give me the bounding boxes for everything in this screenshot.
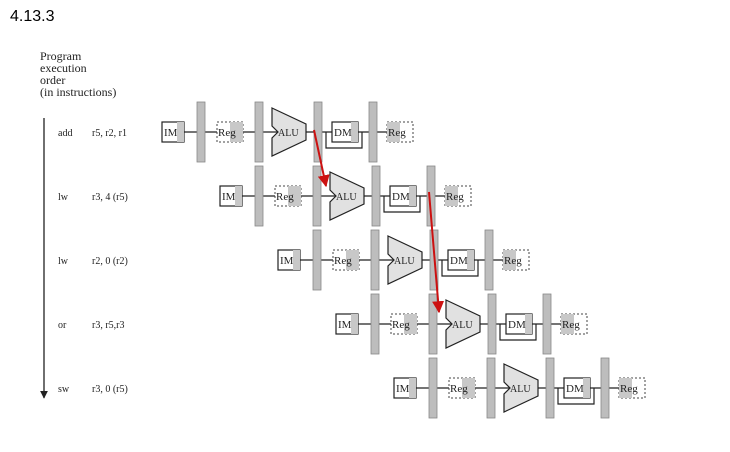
reg-read-label: Reg bbox=[218, 127, 236, 139]
alu-label: ALU bbox=[452, 320, 473, 331]
alu-shape bbox=[445, 299, 481, 349]
axis-label-line-4: (in instructions) bbox=[40, 85, 116, 99]
dm-bypass-wire bbox=[325, 132, 363, 149]
instruction-opcode: lw bbox=[58, 192, 69, 203]
pipeline-register-mem-wb bbox=[484, 229, 494, 291]
im-label: IM bbox=[338, 319, 352, 331]
alu-label: ALU bbox=[394, 256, 415, 267]
dm-bypass-wire bbox=[499, 324, 537, 341]
im-shade bbox=[177, 122, 184, 142]
im-label: IM bbox=[222, 191, 236, 203]
axis-label-line-3: order bbox=[40, 73, 65, 87]
im-label: IM bbox=[164, 127, 178, 139]
dm-label: DM bbox=[450, 255, 468, 267]
alu-shape bbox=[329, 171, 365, 221]
pipeline-register-id-ex bbox=[428, 293, 438, 355]
pipeline-register-ex-mem bbox=[371, 165, 381, 227]
axis-label-line-2: execution bbox=[40, 61, 87, 75]
alu-shape bbox=[387, 235, 423, 285]
instruction-operands: r3, 0 (r5) bbox=[92, 384, 128, 395]
dm-label: DM bbox=[566, 383, 584, 395]
reg-write-shade bbox=[387, 122, 400, 142]
dm-shade bbox=[351, 122, 358, 142]
reg-read-shade bbox=[462, 378, 475, 398]
im-label: IM bbox=[280, 255, 294, 267]
pipeline-row: IM Reg ALU DM Reg bbox=[393, 357, 646, 419]
dm-label: DM bbox=[392, 191, 410, 203]
instruction-operands: r2, 0 (r2) bbox=[92, 256, 128, 267]
exercise-heading: 4.13.3 bbox=[10, 8, 55, 25]
dm-label: DM bbox=[334, 127, 352, 139]
reg-read-label: Reg bbox=[276, 191, 294, 203]
forwarding-arrows bbox=[313, 129, 445, 314]
reg-write-label: Reg bbox=[620, 383, 638, 395]
pipeline-row: IM Reg ALU DM Reg bbox=[277, 229, 530, 291]
dm-label: DM bbox=[508, 319, 526, 331]
instruction-opcode: or bbox=[58, 320, 67, 331]
dm-bypass-wire bbox=[557, 388, 595, 405]
pipeline-register-id-ex bbox=[254, 101, 264, 163]
alu-label: ALU bbox=[278, 128, 299, 139]
alu-shape bbox=[271, 107, 307, 157]
axis-label-line-1: Program bbox=[40, 49, 82, 63]
reg-read-shade bbox=[288, 186, 301, 206]
reg-write-shade bbox=[619, 378, 632, 398]
pipeline-register-ex-mem bbox=[487, 293, 497, 355]
pipeline-register-if-id bbox=[254, 165, 264, 227]
pipeline-row: IM Reg ALU DM Reg bbox=[161, 101, 414, 163]
dm-bypass-wire bbox=[383, 196, 421, 213]
reg-write-label: Reg bbox=[562, 319, 580, 331]
im-shade bbox=[351, 314, 358, 334]
pipeline-register-if-id bbox=[196, 101, 206, 163]
dm-bypass-wire bbox=[441, 260, 479, 277]
dm-shade bbox=[583, 378, 590, 398]
reg-read-label: Reg bbox=[392, 319, 410, 331]
pipeline-row: IM Reg ALU DM Reg bbox=[335, 293, 588, 355]
pipeline-register-if-id bbox=[428, 357, 438, 419]
instruction-opcode: add bbox=[58, 128, 72, 139]
forwarding-arrow-1 bbox=[313, 129, 330, 188]
forwarding-arrow-2 bbox=[428, 191, 445, 314]
reg-read-shade bbox=[230, 122, 243, 142]
reg-write-label: Reg bbox=[388, 127, 406, 139]
pipeline-register-mem-wb bbox=[600, 357, 610, 419]
instruction-labels: add r5, r2, r1 lw r3, 4 (r5) lw r2, 0 (r2) or r… bbox=[58, 128, 128, 395]
pipeline-register-if-id bbox=[312, 229, 322, 291]
dm-shade bbox=[467, 250, 474, 270]
alu-label: ALU bbox=[510, 384, 531, 395]
reg-read-label: Reg bbox=[450, 383, 468, 395]
instruction-opcode: lw bbox=[58, 256, 69, 267]
reg-write-shade bbox=[503, 250, 516, 270]
pipeline-row: IM Reg ALU DM Reg bbox=[219, 165, 472, 227]
reg-read-shade bbox=[404, 314, 417, 334]
pipeline-register-ex-mem bbox=[545, 357, 555, 419]
im-shade bbox=[293, 250, 300, 270]
im-shade bbox=[235, 186, 242, 206]
dm-shade bbox=[525, 314, 532, 334]
reg-write-shade bbox=[561, 314, 574, 334]
pipeline-register-if-id bbox=[370, 293, 380, 355]
pipeline-register-id-ex bbox=[486, 357, 496, 419]
pipeline-register-id-ex bbox=[370, 229, 380, 291]
pipeline-register-id-ex bbox=[312, 165, 322, 227]
reg-write-shade bbox=[445, 186, 458, 206]
im-shade bbox=[409, 378, 416, 398]
alu-shape bbox=[503, 363, 539, 413]
pipeline-register-mem-wb bbox=[368, 101, 378, 163]
instruction-opcode: sw bbox=[58, 384, 70, 395]
alu-label: ALU bbox=[336, 192, 357, 203]
reg-read-label: Reg bbox=[334, 255, 352, 267]
instruction-operands: r3, r5,r3 bbox=[92, 320, 125, 331]
execution-order-label: Program execution order (in instructions… bbox=[40, 49, 116, 99]
instruction-operands: r3, 4 (r5) bbox=[92, 192, 128, 203]
reg-write-label: Reg bbox=[446, 191, 464, 203]
im-label: IM bbox=[396, 383, 410, 395]
reg-write-label: Reg bbox=[504, 255, 522, 267]
dm-shade bbox=[409, 186, 416, 206]
reg-read-shade bbox=[346, 250, 359, 270]
instruction-operands: r5, r2, r1 bbox=[92, 128, 127, 139]
pipeline-register-mem-wb bbox=[542, 293, 552, 355]
